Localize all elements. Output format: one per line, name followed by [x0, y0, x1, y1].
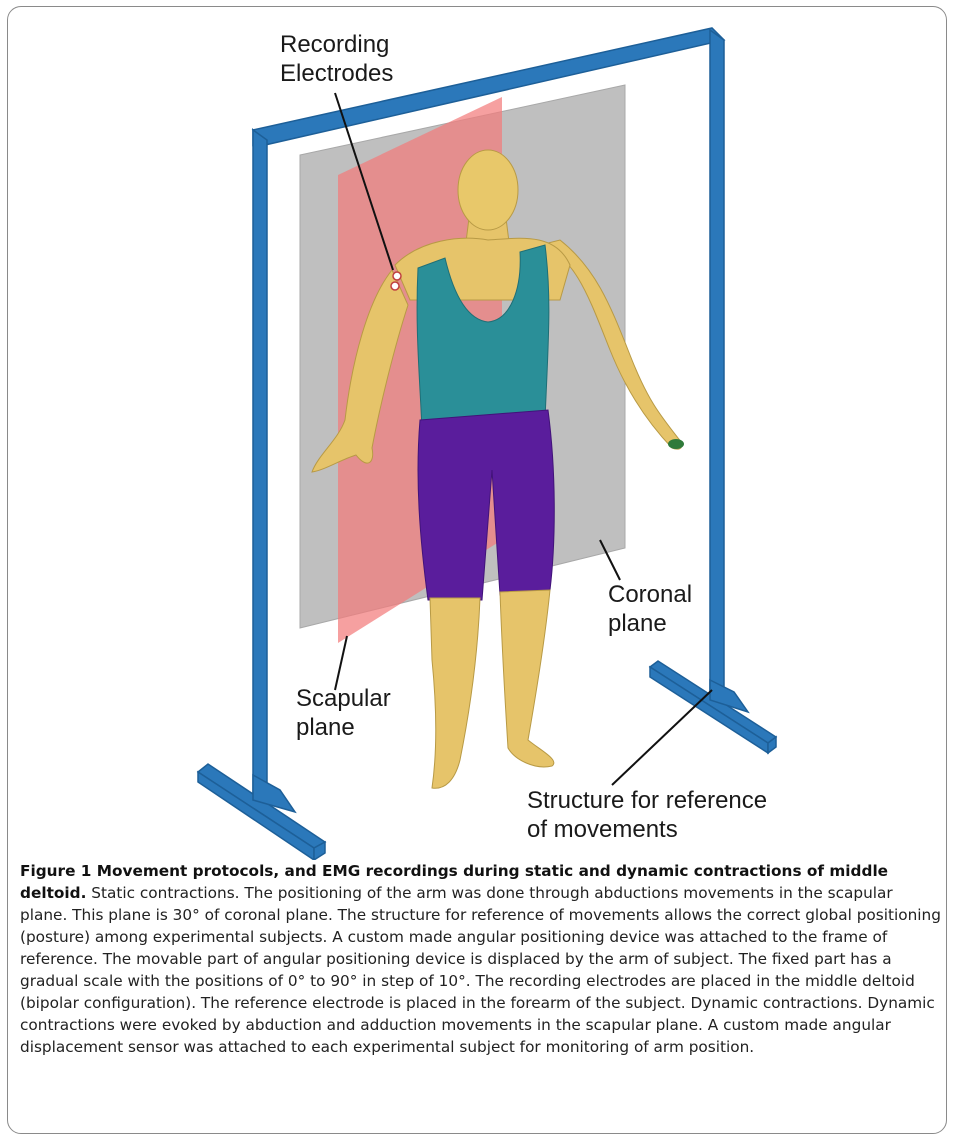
- label-line: of movements: [527, 815, 767, 844]
- label-recording-electrodes: Recording Electrodes: [280, 30, 393, 88]
- label-line: Scapular: [296, 684, 391, 713]
- figure-illustration: [0, 0, 955, 860]
- figure-caption: Figure 1 Movement protocols, and EMG rec…: [20, 860, 942, 1058]
- label-scapular-plane: Scapular plane: [296, 684, 391, 742]
- label-structure: Structure for reference of movements: [527, 786, 767, 844]
- label-line: Recording: [280, 30, 393, 59]
- label-line: Structure for reference: [527, 786, 767, 815]
- label-line: Coronal: [608, 580, 692, 609]
- label-line: plane: [608, 609, 692, 638]
- caption-body: Static contractions. The positioning of …: [20, 884, 941, 1056]
- label-coronal-plane: Coronal plane: [608, 580, 692, 638]
- label-line: Electrodes: [280, 59, 393, 88]
- label-line: plane: [296, 713, 391, 742]
